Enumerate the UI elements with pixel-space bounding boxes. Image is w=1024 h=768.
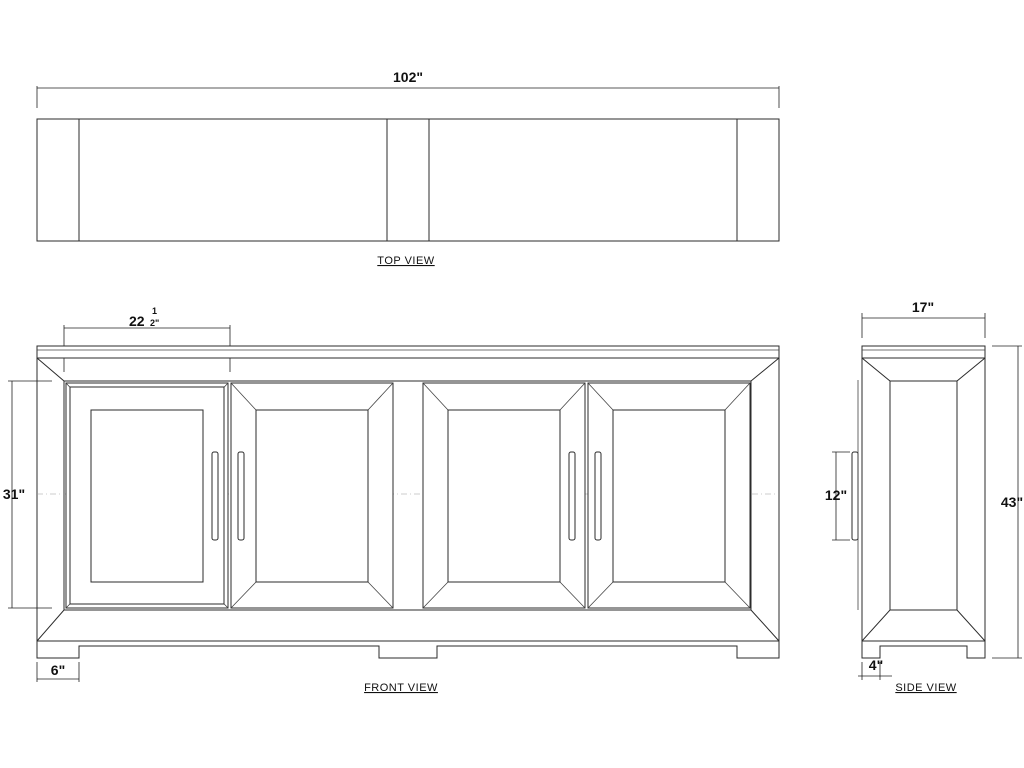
side-leg-label: 4"	[869, 657, 883, 673]
front-top-slab	[36, 345, 780, 359]
overall-height-dimension: 43"	[992, 345, 1023, 659]
door-width-whole: 22	[129, 313, 145, 329]
door-left-1	[65, 382, 229, 609]
handle-1	[211, 451, 219, 541]
side-handle	[851, 451, 859, 541]
door-width-dimension: 22 1 2"	[63, 306, 231, 372]
top-view-caption: TOP VIEW	[377, 255, 435, 267]
handle-4	[594, 451, 602, 541]
door-width-denominator: 2"	[150, 318, 159, 328]
overall-width-label: 102"	[393, 69, 423, 85]
door-right-1	[422, 382, 586, 609]
handle-height-label: 12"	[825, 487, 847, 503]
door-height-dimension: 31"	[3, 380, 52, 609]
door-left-2	[230, 382, 394, 609]
front-view: 22 1 2"	[3, 306, 780, 694]
handle-height-dimension: 12"	[825, 451, 850, 541]
depth-label: 17"	[912, 299, 934, 315]
overall-height-label: 43"	[1001, 494, 1023, 510]
top-outline	[36, 118, 780, 242]
door-right-2	[587, 382, 751, 609]
side-leg-dimension: 4"	[858, 657, 892, 680]
top-view: 102" TOP VIEW	[36, 69, 780, 267]
side-view-caption: SIDE VIEW	[895, 682, 956, 694]
leg-width-dimension: 6"	[36, 662, 80, 682]
side-view: 17" 12" 43"	[825, 299, 1023, 694]
front-view-caption: FRONT VIEW	[364, 682, 438, 694]
overall-width-dimension: 102"	[36, 69, 780, 108]
leg-width-label: 6"	[51, 662, 65, 678]
door-height-label: 31"	[3, 486, 25, 502]
door-width-numerator: 1	[152, 306, 157, 316]
handle-3	[568, 451, 576, 541]
depth-dimension: 17"	[861, 299, 986, 338]
side-top-slab	[861, 345, 986, 359]
handle-2	[237, 451, 245, 541]
